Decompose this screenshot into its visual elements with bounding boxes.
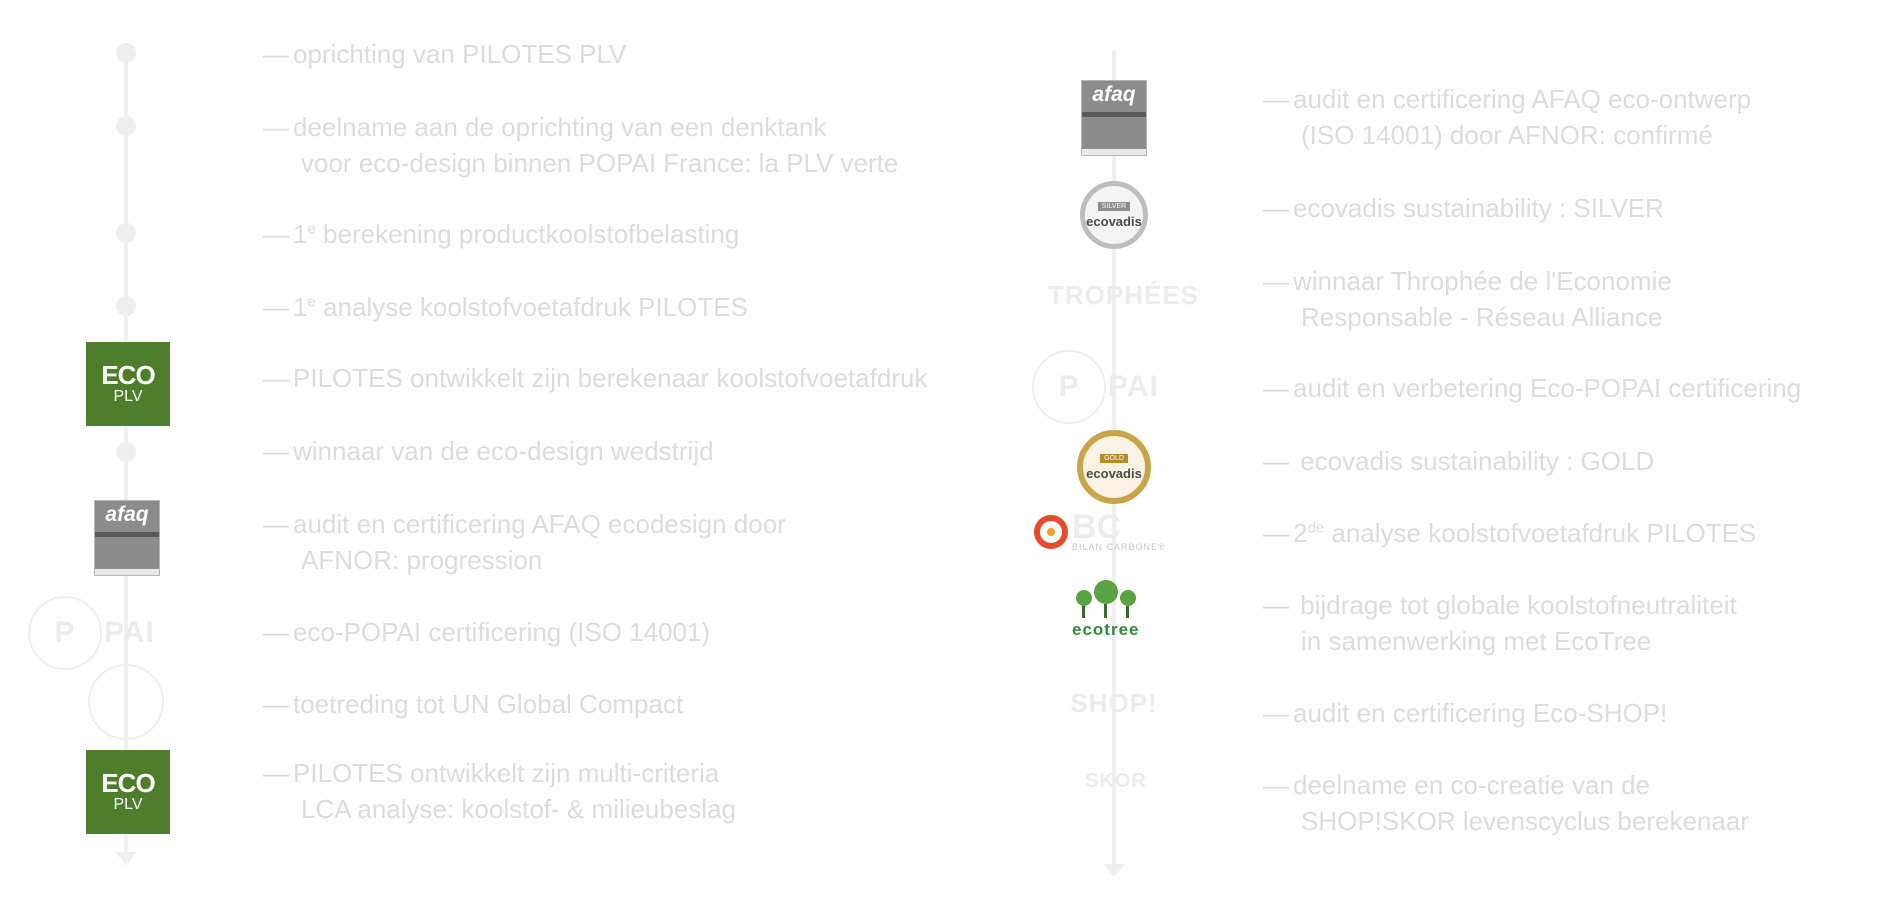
timeline-entry: —deelname en co-creatie van de SHOP!SKOR… xyxy=(1263,770,1749,836)
trophee-logo: TROPHÉES xyxy=(1048,280,1200,310)
timeline-dot xyxy=(116,442,136,462)
timeline-entry: —winnaar Throphée de l'Economie Responsa… xyxy=(1263,266,1672,332)
timeline-entry: — ecovadis sustainability : GOLD xyxy=(1263,446,1655,476)
timeline-entry: —1e analyse koolstofvoetafdruk PILOTES xyxy=(263,292,748,322)
timeline-entry: —audit en verbetering Eco-POPAI certific… xyxy=(1263,373,1802,403)
shopskor-logo: SKOR xyxy=(1085,770,1147,792)
timeline-dot xyxy=(116,116,136,136)
un-global-compact-logo xyxy=(88,664,164,740)
timeline-entry: —PILOTES ontwikkelt zijn multi-criteria … xyxy=(263,758,737,824)
afaq-logo: afaq xyxy=(1081,80,1147,156)
timeline-dot xyxy=(116,43,136,63)
eco-plv-logo: ECO PLV xyxy=(86,750,170,834)
timeline-entry: —1e berekening productkoolstofbelasting xyxy=(263,219,740,249)
timeline-entry: —oprichting van PILOTES PLV xyxy=(263,39,627,69)
timeline-entry: —eco-POPAI certificering (ISO 14001) xyxy=(263,617,711,647)
ecovadis-gold-logo: GOLD ecovadis xyxy=(1077,430,1151,504)
timeline-dot xyxy=(116,223,136,243)
tree-icon xyxy=(1119,590,1136,618)
eco-shop-logo: SHOP! xyxy=(1070,688,1158,718)
afaq-logo: afaq xyxy=(94,500,160,576)
tree-icon xyxy=(1093,580,1118,618)
timeline-arrow-icon xyxy=(1103,864,1125,877)
ecovadis-silver-logo: SILVER ecovadis xyxy=(1080,181,1148,249)
timeline-entry: —audit en certificering Eco-SHOP! xyxy=(1263,698,1668,728)
tree-icon xyxy=(1075,590,1092,618)
timeline-dot xyxy=(116,296,136,316)
timeline-entry: —toetreding tot UN Global Compact xyxy=(263,689,684,719)
timeline-left: —oprichting van PILOTES PLV —deelname aa… xyxy=(28,39,928,865)
target-icon xyxy=(1034,515,1068,549)
timeline-entry: — bijdrage tot globale koolstofneutralit… xyxy=(1263,590,1737,656)
timeline-entry: —2de analyse koolstofvoetafdruk PILOTES xyxy=(1263,518,1757,548)
timeline-entry: —winnaar van de eco-design wedstrijd xyxy=(263,436,714,466)
ecotree-logo: ecotree xyxy=(1072,580,1139,640)
timeline-entry: —PILOTES ontwikkelt zijn berekenaar kool… xyxy=(263,363,928,393)
eco-plv-logo: ECO PLV xyxy=(86,342,170,426)
timeline-arrow-icon xyxy=(115,852,137,865)
timeline-entry: —ecovadis sustainability : SILVER xyxy=(1263,193,1664,223)
timeline-entry: —audit en certificering AFAQ eco-ontwerp… xyxy=(1263,84,1752,150)
eco-popai-logo: P PAI xyxy=(1032,350,1159,424)
timeline-entry: —deelname aan de oprichting van een denk… xyxy=(263,112,899,178)
eco-popai-logo: P PAI xyxy=(28,596,155,670)
timeline-right: afaq —audit en certificering AFAQ eco-on… xyxy=(1020,0,1882,900)
timeline-entry: —audit en certificering AFAQ ecodesign d… xyxy=(263,509,786,575)
bilan-carbone-logo: BC BILAN CARBONE® xyxy=(1034,510,1166,552)
